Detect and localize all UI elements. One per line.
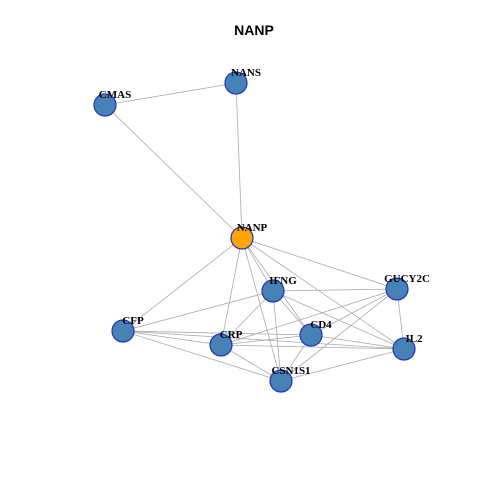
edge-ifng-cfp (122, 290, 274, 332)
edge-crp-csn1s1 (220, 344, 282, 382)
edge-gucy2c-csn1s1 (280, 288, 398, 382)
edge-nanp-cfp (122, 237, 243, 332)
edge-gucy2c-crp (220, 288, 398, 346)
edge-nanp-crp (220, 237, 243, 346)
node-gucy2c[interactable] (385, 277, 409, 301)
graph-title: NANP (234, 22, 274, 38)
edge-nanp-csn1s1 (241, 237, 282, 382)
nodes-layer (93, 71, 416, 393)
node-crp[interactable] (209, 333, 233, 357)
node-label-cfp: CFP (122, 315, 144, 327)
node-label-cmas: CMAS (99, 89, 131, 101)
node-label-ifng: IFNG (269, 275, 297, 287)
edge-crp-cd4 (220, 334, 312, 346)
node-cd4[interactable] (299, 323, 323, 347)
node-cfp[interactable] (111, 319, 135, 343)
node-cmas[interactable] (93, 93, 117, 117)
node-nanp[interactable] (230, 226, 254, 250)
edge-cmas-nanp (104, 104, 243, 239)
edge-crp-il2 (220, 344, 405, 350)
edge-ifng-csn1s1 (272, 290, 282, 382)
node-label-crp: CRP (220, 329, 243, 341)
edge-nanp-gucy2c (241, 237, 398, 290)
edge-nans-cmas (104, 82, 237, 106)
edge-nanp-il2 (241, 237, 405, 350)
node-label-gucy2c: GUCY2C (384, 273, 430, 285)
node-label-csn1s1: CSN1S1 (271, 365, 310, 377)
node-ifng[interactable] (261, 279, 285, 303)
edge-ifng-crp (220, 290, 274, 346)
node-label-cd4: CD4 (310, 319, 332, 331)
edge-cfp-crp (122, 330, 222, 346)
edge-il2-csn1s1 (280, 348, 405, 382)
edge-cfp-csn1s1 (122, 330, 282, 382)
edge-gucy2c-cd4 (310, 288, 398, 336)
edge-ifng-gucy2c (272, 288, 398, 292)
edge-cfp-cd4 (122, 330, 312, 336)
edge-cd4-il2 (310, 334, 405, 350)
node-label-nans: NANS (231, 67, 261, 79)
node-csn1s1[interactable] (269, 369, 293, 393)
node-il2[interactable] (392, 337, 416, 361)
edge-nans-nanp (235, 82, 243, 239)
node-nans[interactable] (224, 71, 248, 95)
node-label-nanp: NANP (237, 222, 268, 234)
node-label-il2: IL2 (405, 333, 423, 345)
